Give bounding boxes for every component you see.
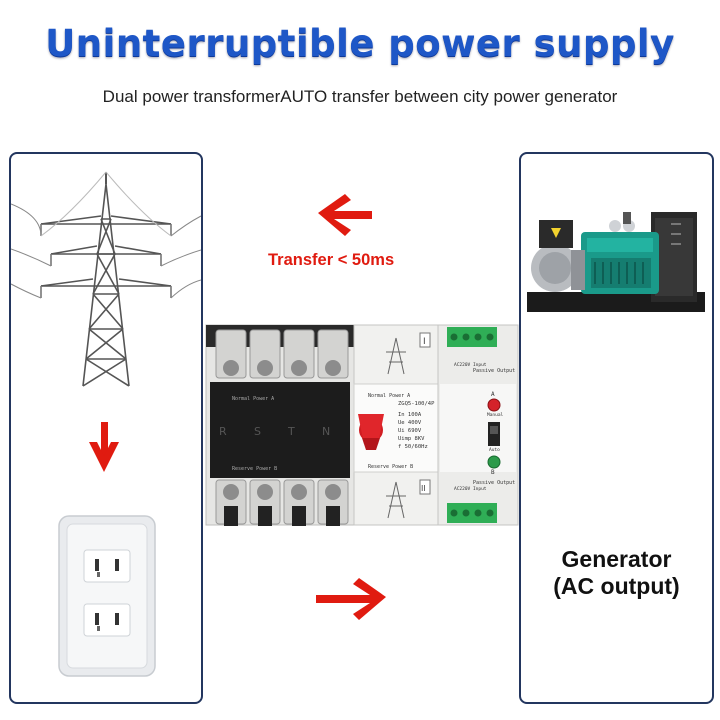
indicator-a-label: A xyxy=(491,391,495,398)
normal-power-label-right: Normal Power A xyxy=(368,393,410,399)
model-label: ZGQ5-100/4P xyxy=(398,401,435,407)
phase-n: N xyxy=(322,425,330,438)
reserve-power-label: Reserve Power B xyxy=(232,466,277,472)
generator-label-line2: (AC output) xyxy=(553,573,680,599)
subtitle: Dual power transformerAUTO transfer betw… xyxy=(102,87,618,106)
phase-t: T xyxy=(287,425,295,438)
power-tower-icon xyxy=(40,172,172,387)
left-arrow-icon xyxy=(318,194,372,236)
spec-f: f 50/60Hz xyxy=(398,444,428,450)
spec-uimp: Uimp 8KV xyxy=(398,436,425,442)
tower-emblem-top xyxy=(386,337,406,375)
indicator-b-icon xyxy=(487,455,501,469)
top-terminals xyxy=(215,329,349,379)
spec-ue: Ue 400V xyxy=(398,420,422,426)
manual-label: Manual xyxy=(487,412,504,418)
tower-emblem-bottom xyxy=(386,481,406,519)
passive-output-top: Passive Output xyxy=(473,368,515,374)
power-line-icons xyxy=(11,171,201,299)
generator-icon xyxy=(527,212,705,312)
roman-ii: II xyxy=(421,484,426,493)
spec-in: In 100A xyxy=(398,412,422,418)
input-label-top: AC220V Input xyxy=(454,362,487,368)
bottom-terminals xyxy=(215,479,349,525)
right-arrow-icon xyxy=(316,578,386,620)
normal-power-label: Normal Power A xyxy=(232,396,274,402)
generator-panel: Generator (AC output) xyxy=(519,152,714,704)
spec-ui: Ui 690V xyxy=(398,428,422,434)
down-arrow-icon xyxy=(89,422,119,472)
wall-outlet-icon xyxy=(58,515,156,677)
phase-r: R xyxy=(219,425,227,438)
passive-output-bottom: Passive Output xyxy=(473,480,515,486)
city-power-panel xyxy=(9,152,203,704)
top-terminal-block-icon xyxy=(447,327,497,347)
indicator-a-icon xyxy=(487,398,501,412)
bottom-terminal-block-icon xyxy=(447,503,497,523)
generator-label: Generator (AC output) xyxy=(521,546,712,600)
mode-switch-icon xyxy=(488,422,500,446)
phase-s: S xyxy=(254,425,261,438)
transfer-time-label: Transfer < 50ms xyxy=(268,251,395,269)
city-power-illustration xyxy=(11,171,201,677)
roman-i: I xyxy=(423,337,426,347)
auto-label: Auto xyxy=(489,447,500,453)
reserve-power-label-right: Reserve Power B xyxy=(368,464,413,470)
indicator-b-label: B xyxy=(491,469,495,476)
input-label-bottom: AC220V Input xyxy=(454,486,487,492)
rotary-handle[interactable] xyxy=(358,414,384,450)
generator-label-line1: Generator xyxy=(561,546,672,572)
generator-illustration xyxy=(527,212,705,312)
page-title: Uninterruptible power supply xyxy=(45,22,675,65)
